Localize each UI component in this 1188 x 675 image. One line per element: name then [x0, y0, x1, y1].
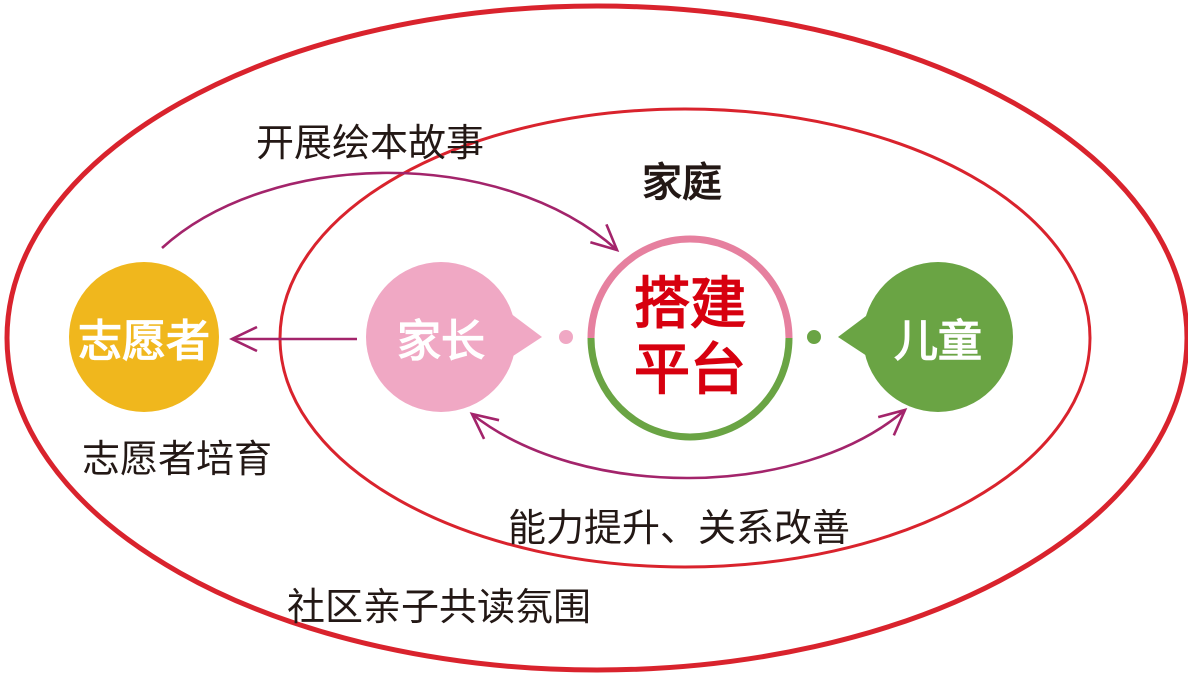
arrow-ability: [469, 408, 908, 480]
center-line-1: 搭建: [634, 272, 746, 337]
child-dot: [807, 330, 821, 344]
parent-dot: [559, 330, 573, 344]
parent-node: 家长: [366, 262, 516, 412]
center-platform-label: 搭建 平台: [600, 272, 780, 404]
center-ring-top: [587, 235, 793, 339]
label-community: 社区亲子共读氛围: [287, 585, 592, 629]
parent-label: 家长: [397, 316, 485, 367]
label-volunteer-training: 志愿者培育: [82, 437, 273, 481]
parent-pointer: [510, 313, 542, 358]
center-ring-bottom: [587, 337, 793, 441]
label-ability: 能力提升、关系改善: [508, 506, 851, 550]
child-label: 儿童: [894, 316, 982, 367]
arrow-story: [161, 171, 620, 253]
label-story: 开展绘本故事: [256, 121, 485, 165]
child-node: 儿童: [863, 262, 1013, 412]
outer-ring-community: [4, 3, 1188, 673]
volunteer-node: 志愿者: [69, 262, 219, 412]
child-pointer: [838, 313, 870, 358]
volunteer-label: 志愿者: [78, 316, 210, 367]
center-line-2: 平台: [634, 338, 746, 403]
label-family: 家庭: [642, 160, 722, 206]
